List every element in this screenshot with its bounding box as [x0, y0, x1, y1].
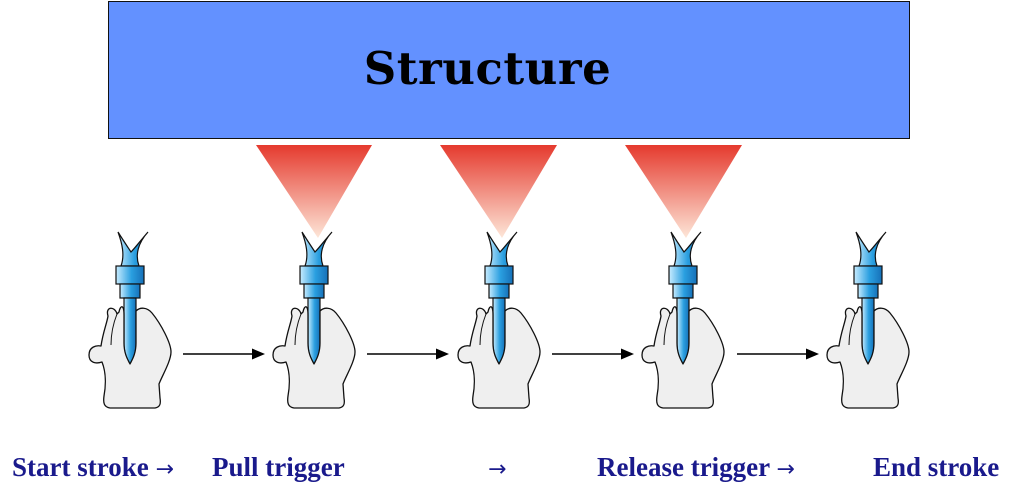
step-arrow: → — [776, 457, 795, 482]
arrow-right-icon — [183, 348, 265, 360]
step-text: Pull trigger — [212, 452, 345, 482]
spray-gun-hand-icon — [272, 231, 356, 409]
spray-gun-hand-icon — [88, 231, 172, 409]
spray-cone-icon — [256, 145, 372, 238]
spray-cone-icon — [625, 145, 742, 238]
structure-box: Structure — [108, 1, 910, 139]
step-label-middle: → — [488, 450, 506, 487]
spray-gun-hand-icon — [641, 231, 725, 409]
spray-gun-hand-icon — [457, 231, 541, 409]
step-text: Start stroke — [12, 452, 149, 482]
arrow-right-icon — [552, 348, 634, 360]
step-text: Release trigger — [597, 452, 770, 482]
step-label-start-stroke: Start stroke → — [12, 450, 174, 487]
step-label-release-trigger: Release trigger → — [597, 450, 795, 487]
step-label-end-stroke: End stroke — [873, 450, 999, 484]
structure-title: Structure — [363, 42, 612, 95]
spray-cone-icon — [440, 145, 557, 238]
step-label-pull-trigger: Pull trigger — [212, 450, 345, 484]
step-arrow: → — [488, 457, 507, 482]
step-text: End stroke — [873, 452, 1000, 482]
step-arrow: → — [155, 457, 174, 482]
arrow-right-icon — [737, 348, 819, 360]
arrow-right-icon — [367, 348, 449, 360]
spray-gun-hand-icon — [826, 231, 910, 409]
